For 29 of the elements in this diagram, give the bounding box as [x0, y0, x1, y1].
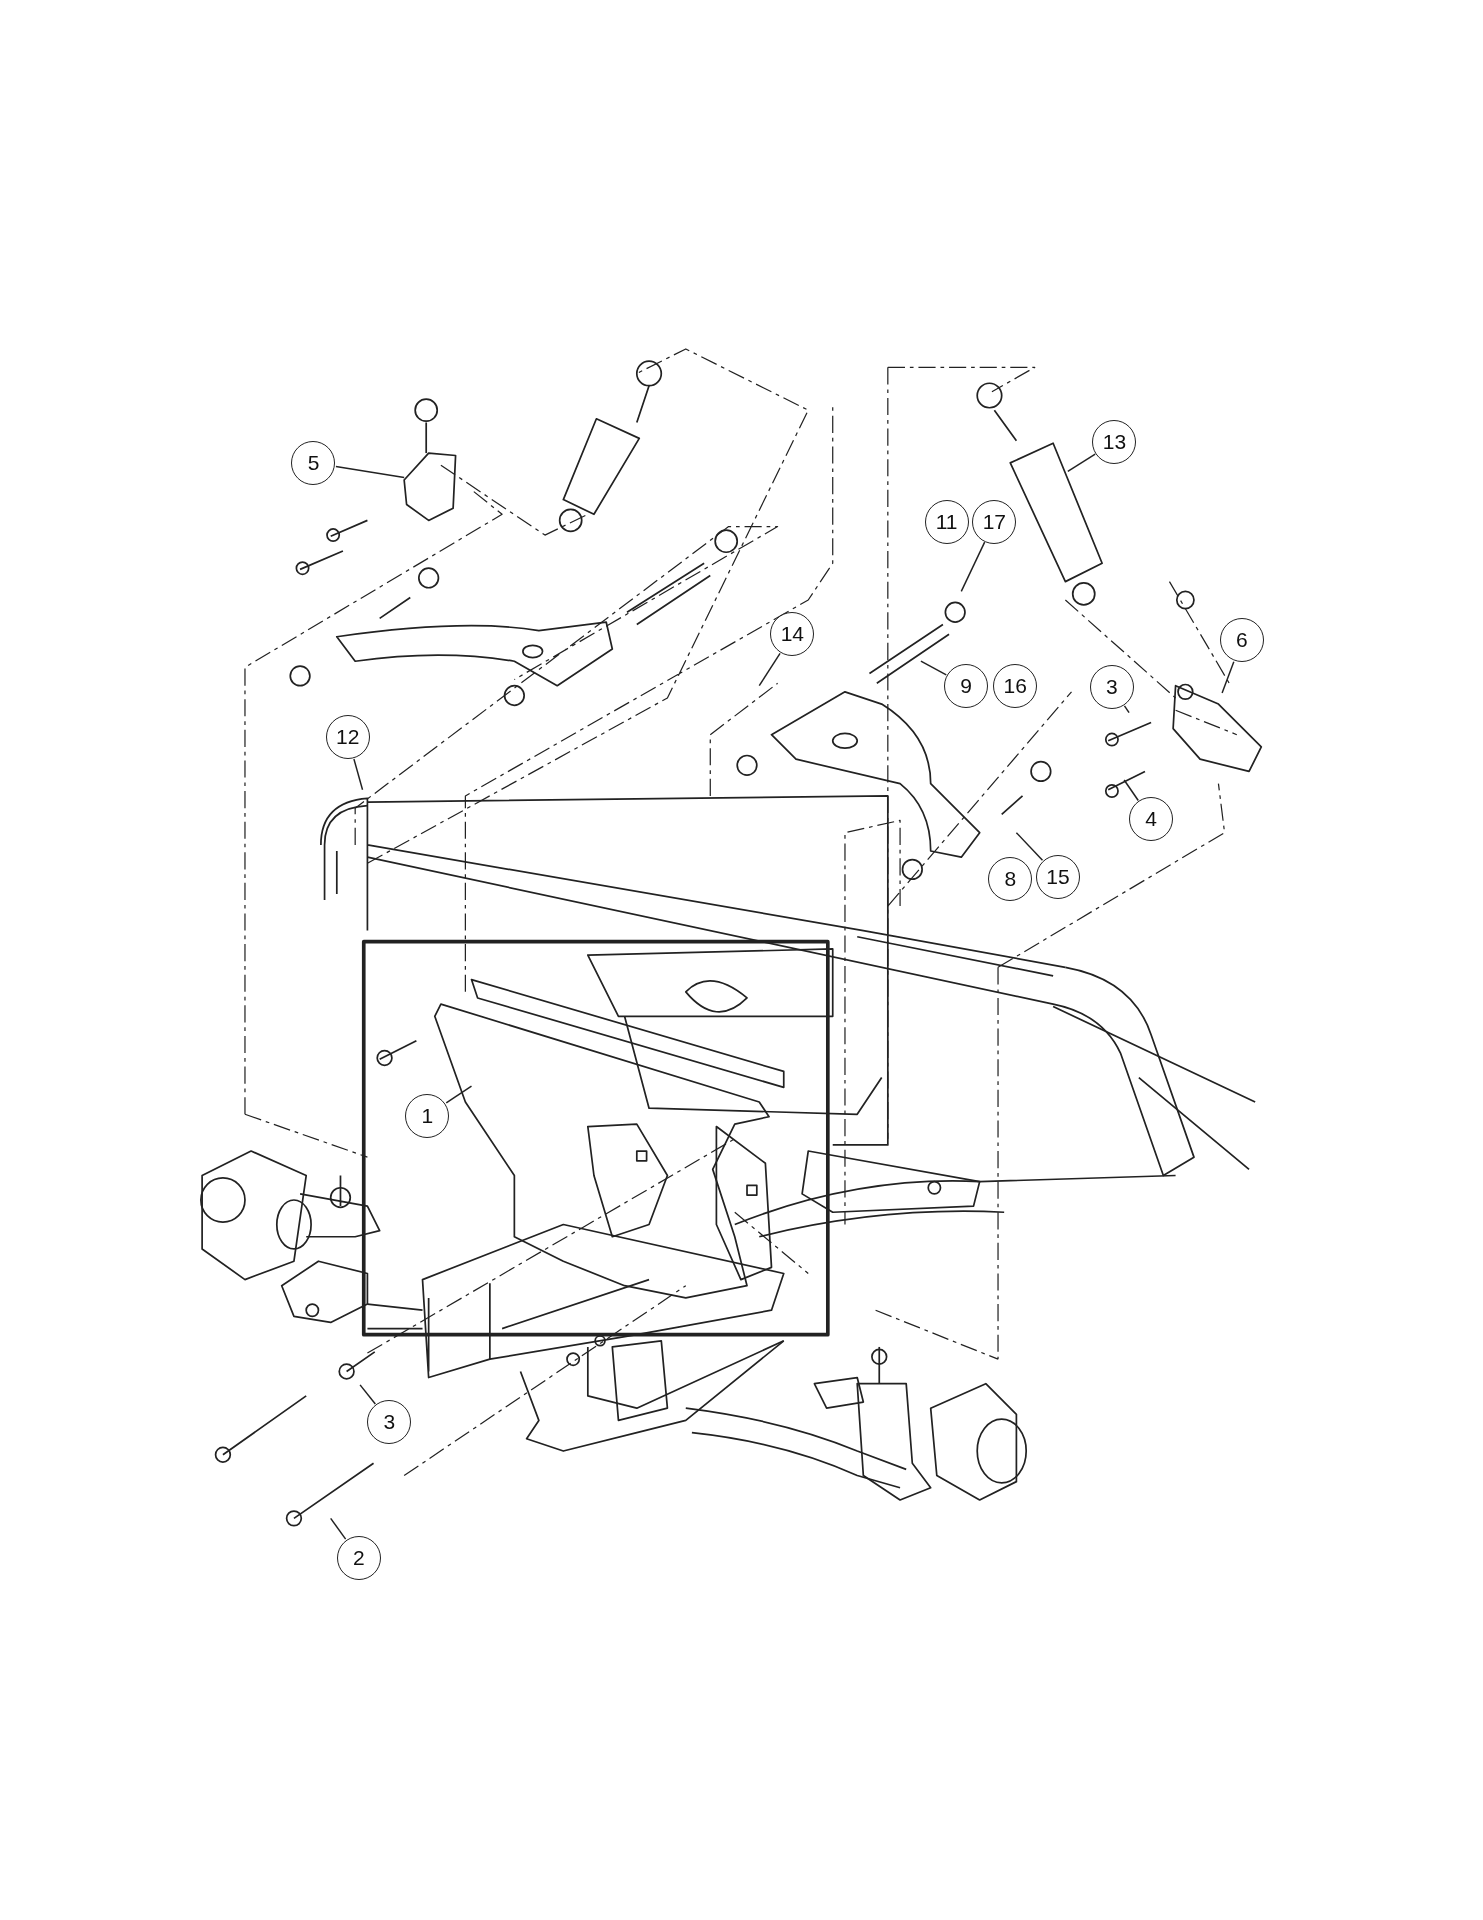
- callout-number: 3: [1089, 665, 1134, 709]
- leader-line: [960, 541, 986, 593]
- callout-number: 17: [972, 499, 1017, 544]
- leader-line: [1123, 705, 1130, 714]
- leader-line: [920, 660, 947, 676]
- leader-line: [353, 758, 364, 791]
- callout-number: 12: [325, 715, 370, 760]
- callout-number: 16: [993, 663, 1038, 708]
- leader-line: [1221, 660, 1235, 694]
- leader-line: [335, 465, 405, 479]
- callout-number: 8: [988, 857, 1033, 902]
- leader-line: [329, 1517, 347, 1540]
- callout-number: 15: [1036, 854, 1081, 899]
- leader-line: [1015, 831, 1044, 861]
- callout-number: 9: [944, 663, 989, 708]
- callout-number: 6: [1219, 618, 1264, 663]
- callout-number: 3: [367, 1399, 412, 1444]
- callout-number: 4: [1129, 797, 1174, 842]
- callout-number: 13: [1092, 420, 1137, 465]
- leader-line: [1123, 779, 1139, 802]
- callout-number: 11: [924, 499, 969, 544]
- callout-number: 1: [405, 1093, 450, 1138]
- leader-line: [758, 652, 781, 687]
- leader-line: [359, 1384, 377, 1405]
- leader-line: [445, 1085, 473, 1104]
- callout-number: 14: [770, 612, 815, 657]
- leader-line: [1067, 453, 1096, 473]
- callout-number: 2: [336, 1535, 381, 1580]
- callout-number: 5: [291, 440, 336, 485]
